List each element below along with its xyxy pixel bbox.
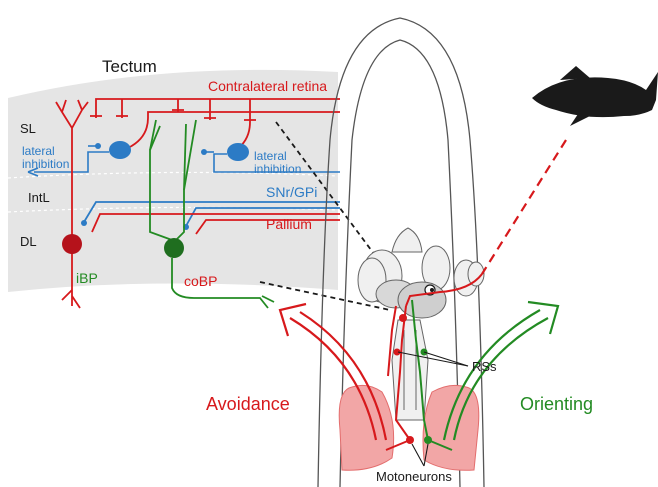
rss-label: RSs (472, 359, 497, 374)
tectum-title: Tectum (102, 57, 157, 76)
motoneurons-label: Motoneurons (376, 469, 452, 484)
avoidance-arrow (280, 304, 386, 440)
lateral-inhibition-right-line1: lateral (254, 149, 287, 163)
blue-neuron-left (109, 141, 131, 159)
avoidance-label: Avoidance (206, 394, 290, 414)
orienting-label: Orienting (520, 394, 593, 414)
fish-icon (532, 66, 658, 126)
snr-gpi-label: SNr/GPi (266, 184, 317, 200)
layer-label-intl: IntL (28, 190, 50, 205)
layer-label-dl: DL (20, 234, 37, 249)
pallium-label: Pallium (266, 216, 312, 232)
lateral-inhibition-right-line2: inhibition (254, 162, 301, 176)
ibp-soma (62, 234, 82, 254)
lateral-inhibition-left-line1: lateral (22, 144, 55, 158)
cobp-label: coBP (184, 273, 217, 289)
layer-label-sl: SL (20, 121, 36, 136)
blue-neuron-right (227, 143, 249, 161)
cobp-soma (164, 238, 184, 258)
ibp-label: iBP (76, 270, 98, 286)
visual-signal-path (482, 140, 566, 274)
retina-label: Contralateral retina (208, 78, 327, 94)
lateral-inhibition-left-line2: inhibition (22, 157, 69, 171)
